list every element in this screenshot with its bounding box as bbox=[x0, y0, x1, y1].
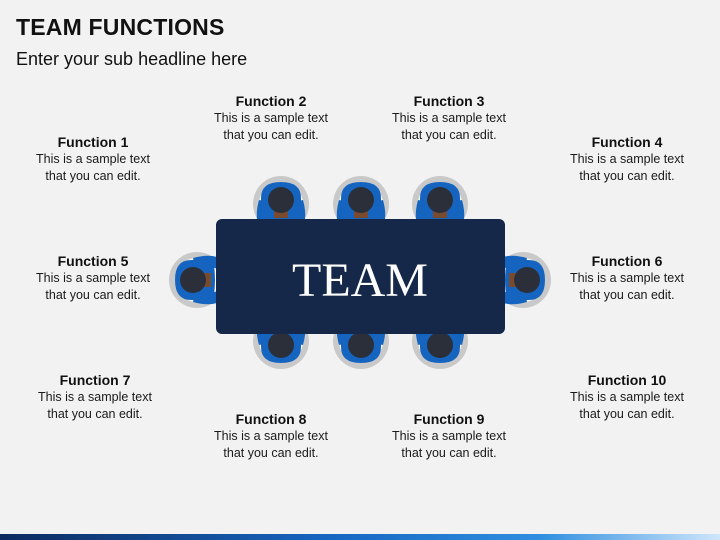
page-subtitle: Enter your sub headline here bbox=[16, 49, 248, 69]
page-title: TEAM FUNCTIONS bbox=[16, 14, 225, 40]
person-left bbox=[169, 252, 233, 308]
people-side-seats bbox=[169, 252, 551, 308]
function-text: This is a sample text that you can edit. bbox=[570, 271, 684, 302]
function-text: This is a sample text that you can edit. bbox=[392, 111, 506, 142]
head bbox=[514, 267, 540, 293]
face bbox=[354, 210, 368, 218]
function-8: Function 8 This is a sample text that yo… bbox=[196, 410, 346, 462]
meeting-table bbox=[216, 219, 505, 334]
function-title: Function 4 bbox=[591, 134, 663, 150]
function-4: Function 4 This is a sample text that yo… bbox=[552, 133, 702, 185]
team-label: TEAM bbox=[292, 254, 428, 307]
function-6: Function 6 This is a sample text that yo… bbox=[552, 252, 702, 304]
function-title: Function 8 bbox=[235, 411, 307, 427]
function-10: Function 10 This is a sample text that y… bbox=[552, 371, 702, 423]
function-title: Function 1 bbox=[57, 134, 129, 150]
function-title: Function 10 bbox=[587, 372, 667, 388]
head bbox=[268, 187, 294, 213]
face bbox=[433, 210, 447, 218]
function-title: Function 5 bbox=[57, 253, 129, 269]
function-2: Function 2 This is a sample text that yo… bbox=[196, 92, 346, 144]
function-title: Function 7 bbox=[59, 372, 131, 388]
function-text: This is a sample text that you can edit. bbox=[36, 152, 150, 183]
head bbox=[427, 187, 453, 213]
function-title: Function 6 bbox=[591, 253, 663, 269]
function-title: Function 2 bbox=[235, 93, 307, 109]
function-1: Function 1 This is a sample text that yo… bbox=[18, 133, 168, 185]
function-text: This is a sample text that you can edit. bbox=[36, 271, 150, 302]
head bbox=[427, 332, 453, 358]
function-title: Function 9 bbox=[413, 411, 485, 427]
function-text: This is a sample text that you can edit. bbox=[214, 429, 328, 460]
function-text: This is a sample text that you can edit. bbox=[570, 152, 684, 183]
function-text: This is a sample text that you can edit. bbox=[38, 390, 152, 421]
footer-gradient-bar bbox=[0, 534, 720, 540]
head bbox=[180, 267, 206, 293]
function-text: This is a sample text that you can edit. bbox=[570, 390, 684, 421]
head bbox=[268, 332, 294, 358]
head bbox=[348, 187, 374, 213]
person-right bbox=[487, 252, 551, 308]
function-5: Function 5 This is a sample text that yo… bbox=[18, 252, 168, 304]
function-3: Function 3 This is a sample text that yo… bbox=[374, 92, 524, 144]
function-text: This is a sample text that you can edit. bbox=[214, 111, 328, 142]
function-title: Function 3 bbox=[413, 93, 485, 109]
function-7: Function 7 This is a sample text that yo… bbox=[20, 371, 170, 423]
function-text: This is a sample text that you can edit. bbox=[392, 429, 506, 460]
function-9: Function 9 This is a sample text that yo… bbox=[374, 410, 524, 462]
face bbox=[274, 210, 288, 218]
head bbox=[348, 332, 374, 358]
